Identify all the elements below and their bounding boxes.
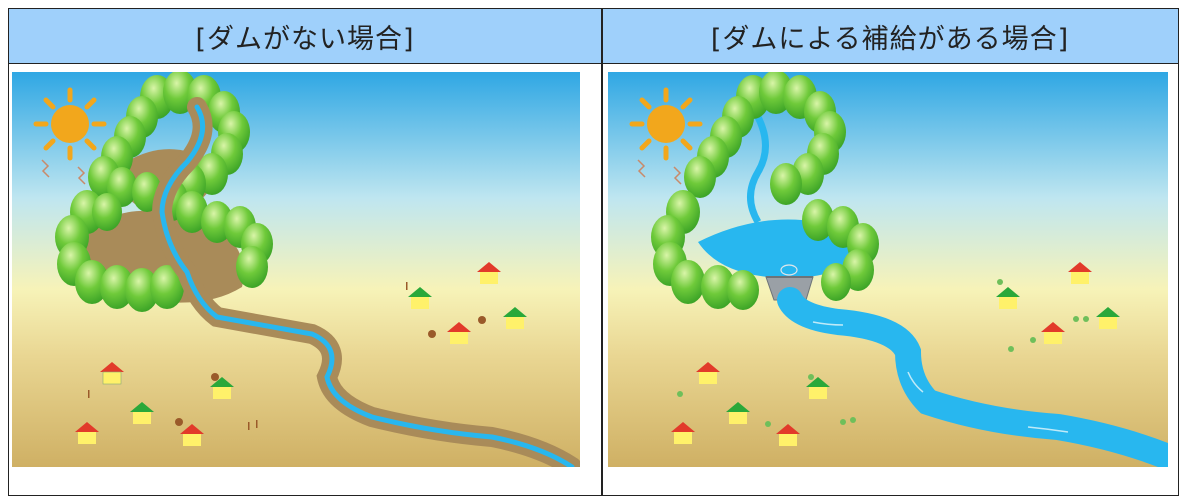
forest — [55, 72, 273, 312]
scene-with-dam-illustration — [608, 72, 1168, 467]
river — [777, 287, 1168, 467]
house-icon — [75, 262, 527, 446]
stream — [159, 104, 575, 467]
scene-no-dam-illustration — [12, 72, 580, 467]
tree-icon — [677, 279, 1089, 427]
header-with-dam: [ダムによる補給がある場合] — [602, 9, 1178, 64]
scene-no-dam — [12, 72, 580, 467]
header-no-dam-label: [ダムがない場合] — [195, 23, 415, 55]
header-no-dam: [ダムがない場合] — [9, 9, 601, 64]
house-icon — [671, 262, 1120, 446]
tree-icon — [88, 282, 486, 430]
header-with-dam-label: [ダムによる補給がある場合] — [710, 23, 1070, 55]
scene-with-dam — [608, 72, 1168, 467]
column-divider — [601, 9, 603, 495]
sun-icon — [629, 87, 703, 161]
forest — [651, 72, 879, 310]
sun-icon — [33, 87, 107, 161]
